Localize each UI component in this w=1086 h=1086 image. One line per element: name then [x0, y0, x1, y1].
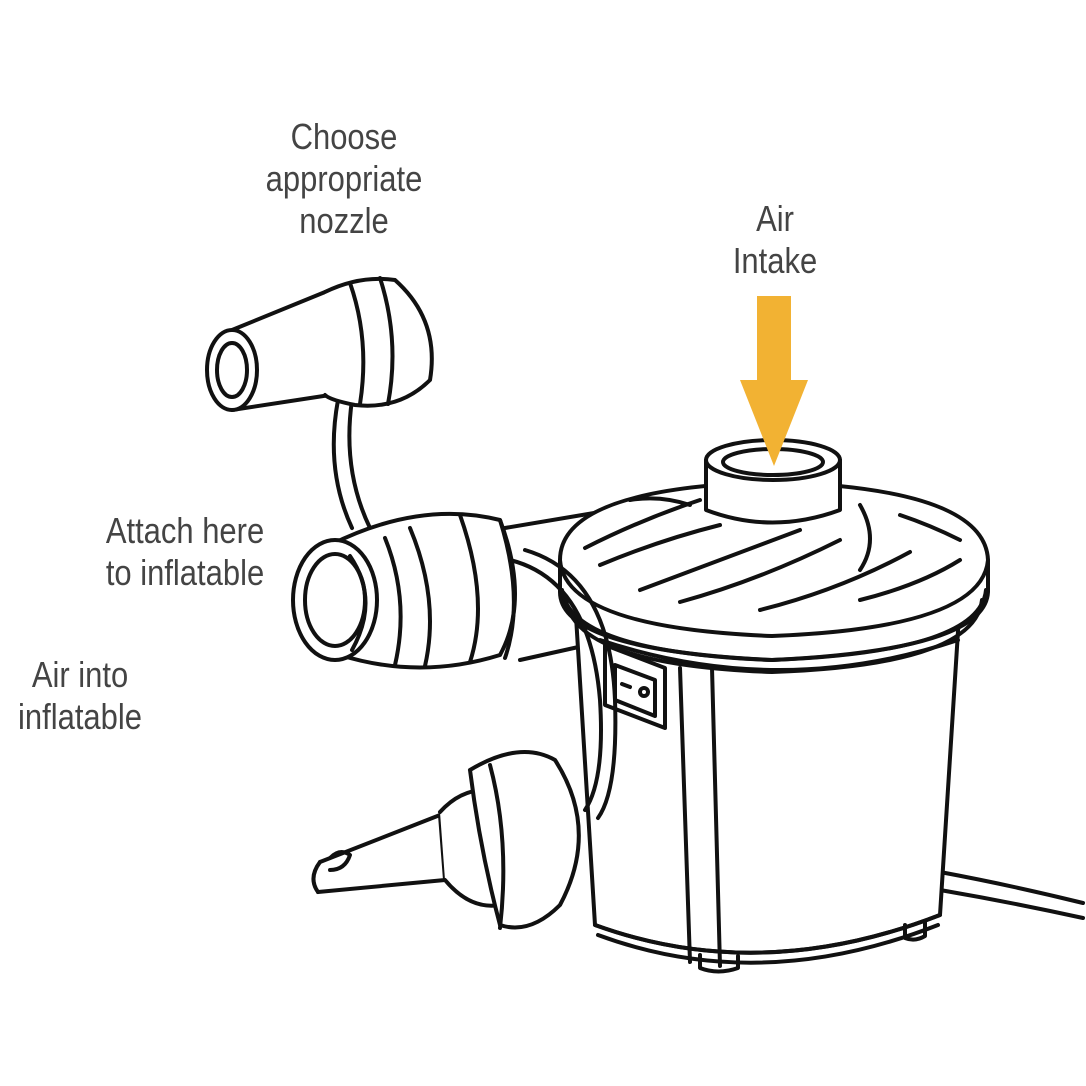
label-air-into-inflatable: Air into inflatable: [0, 654, 166, 738]
nozzle-hose-upper-edge: [349, 400, 370, 528]
label-choose-nozzle: Choose appropriate nozzle: [232, 116, 456, 242]
nozzle-upper: [207, 278, 432, 410]
label-line: Intake: [711, 240, 840, 282]
label-attach-here: Attach here to inflatable: [78, 510, 293, 594]
nozzle-lower: [313, 752, 578, 928]
power-cord-edge: [940, 890, 1083, 918]
label-line: Choose: [232, 116, 456, 158]
label-line: inflatable: [0, 696, 166, 738]
power-cord: [940, 872, 1083, 903]
outlet-port: [293, 514, 515, 668]
label-line: appropriate: [232, 158, 456, 200]
label-line: to inflatable: [78, 552, 293, 594]
arrow-shaft: [757, 296, 791, 388]
label-line: Attach here: [78, 510, 293, 552]
label-line: nozzle: [232, 200, 456, 242]
label-air-intake: Air Intake: [711, 198, 840, 282]
label-line: Air into: [0, 654, 166, 696]
label-line: Air: [711, 198, 840, 240]
